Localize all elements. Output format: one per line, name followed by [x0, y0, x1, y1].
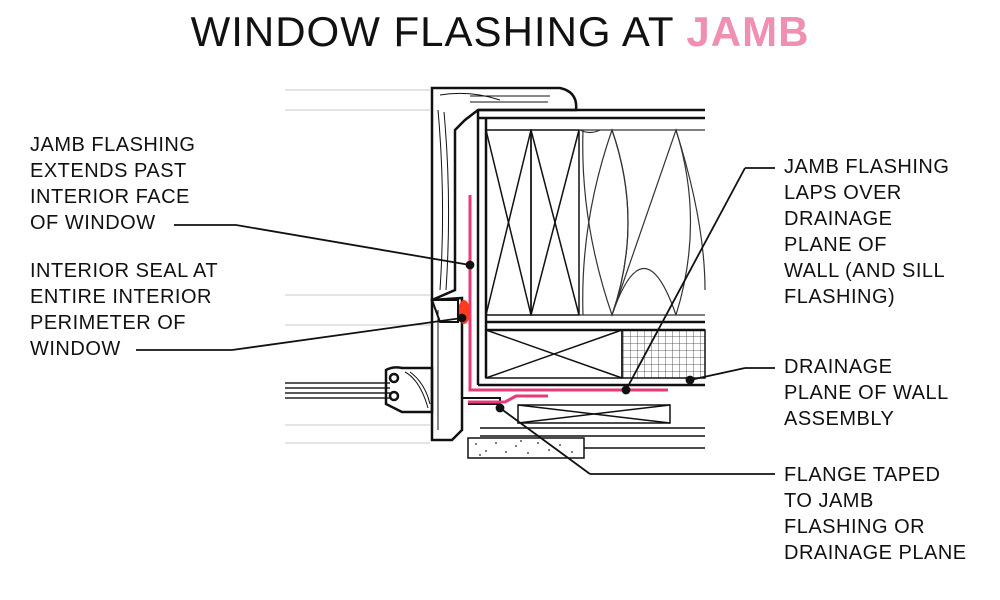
- callout-line: FLASHING OR: [784, 516, 926, 538]
- callout-line: DRAINAGE: [784, 356, 893, 378]
- callout-line: TO JAMB: [784, 490, 874, 512]
- title-highlight: JAMB: [686, 8, 810, 55]
- callout-line: JAMB FLASHING: [30, 134, 196, 156]
- callout-flashing-laps: JAMB FLASHING LAPS OVER DRAINAGE PLANE O…: [784, 154, 949, 310]
- callout-line: OF WINDOW: [30, 212, 156, 234]
- studs: [485, 129, 580, 316]
- leader-lines: [136, 167, 775, 475]
- jamb-board: [430, 296, 464, 442]
- drainage-mat: [621, 329, 706, 379]
- blocking: [485, 329, 623, 379]
- callout-line: DRAINAGE PLANE: [784, 542, 967, 564]
- window-glazing: [285, 382, 390, 399]
- callout-line: INTERIOR SEAL AT: [30, 260, 219, 282]
- interior-trim: [430, 86, 578, 302]
- callout-line: DRAINAGE: [784, 208, 893, 230]
- callout-line: WALL (AND SILL: [784, 260, 946, 282]
- callout-flashing-extends: JAMB FLASHING EXTENDS PAST INTERIOR FACE…: [30, 132, 195, 236]
- cladding: [467, 437, 705, 459]
- callout-line: PERIMETER OF: [30, 312, 187, 334]
- exterior-trim: [480, 404, 705, 437]
- callout-line: FLANGE TAPED: [784, 464, 941, 486]
- callout-line: WINDOW: [30, 338, 121, 360]
- callout-line: JAMB FLASHING: [784, 156, 950, 178]
- callout-line: INTERIOR FACE: [30, 186, 190, 208]
- insulation: [579, 128, 706, 317]
- jamb-flashing: [468, 195, 668, 404]
- interior-wall-lines: [285, 89, 430, 444]
- callout-line: ENTIRE INTERIOR: [30, 286, 212, 308]
- callout-line: PLANE OF WALL: [784, 382, 949, 404]
- callout-flange-taped: FLANGE TAPED TO JAMB FLASHING OR DRAINAG…: [784, 462, 967, 566]
- callout-line: ASSEMBLY: [784, 408, 895, 430]
- title-prefix: WINDOW FLASHING AT: [190, 8, 687, 55]
- callout-interior-seal: INTERIOR SEAL AT ENTIRE INTERIOR PERIMET…: [30, 258, 218, 362]
- callout-drainage-plane: DRAINAGE PLANE OF WALL ASSEMBLY: [784, 354, 949, 432]
- window-sash: [384, 366, 434, 414]
- callout-line: EXTENDS PAST: [30, 160, 187, 182]
- diagram-title: WINDOW FLASHING AT JAMB: [0, 8, 1000, 56]
- callout-line: LAPS OVER: [784, 182, 902, 204]
- callout-line: FLASHING): [784, 286, 896, 308]
- callout-line: PLANE OF: [784, 234, 887, 256]
